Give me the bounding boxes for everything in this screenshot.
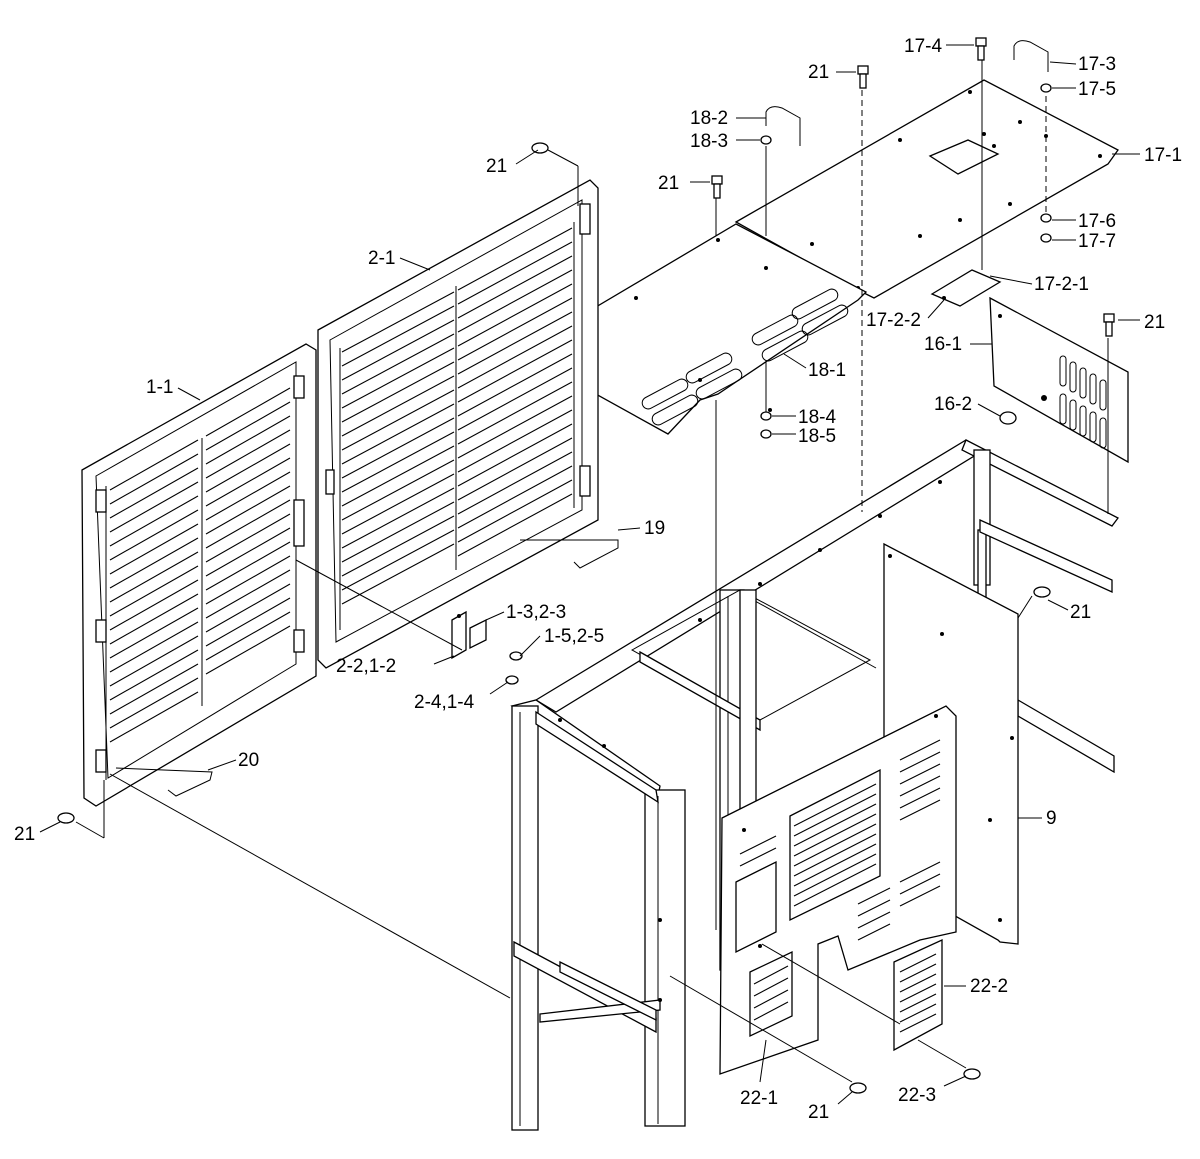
panel-22-1-side-slots [857,739,941,941]
label-1-3-2-3: 1-3,2-3 [506,602,566,623]
handle-19 [520,539,619,569]
door-1-1 [81,343,317,807]
label-19: 19 [644,518,665,539]
label-1-1: 1-1 [146,377,173,398]
panel-16-1-slots [1059,355,1107,449]
label-20: 20 [238,750,259,771]
top-plate-18-1 [518,223,868,435]
label-18-5: 18-5 [798,426,836,447]
label-17-5: 17-5 [1078,79,1116,100]
label-18-1: 18-1 [808,360,846,381]
label-22-3: 22-3 [898,1085,936,1106]
label-17-3: 17-3 [1078,54,1116,75]
label-2-2-1-2: 2-2,1-2 [336,656,396,677]
label-17-6: 17-6 [1078,211,1116,232]
panel-22-1-louvers [793,783,877,907]
side-panel-16-1 [989,296,1129,464]
grommet-16-2 [999,411,1017,425]
label-17-4: 17-4 [904,36,942,57]
label-21-a: 21 [658,173,679,194]
label-21-right: 21 [1144,312,1165,333]
label-21-mid: 21 [1070,602,1091,623]
plate-18-1-slots [641,288,849,426]
label-22-2: 22-2 [970,976,1008,997]
label-18-4: 18-4 [798,407,836,428]
plate-17-2-2 [930,269,1002,307]
label-18-3: 18-3 [690,131,728,152]
u-bolt-17-3 [1013,40,1049,72]
fasteners [57,37,1115,1094]
label-1-5-2-5: 1-5,2-5 [544,626,604,647]
door-2-1-louvers [341,227,573,605]
label-21-b: 21 [486,156,507,177]
label-16-2: 16-2 [934,394,972,415]
handle-20 [115,767,213,797]
bolt-17-4 [975,37,987,61]
label-21-left: 21 [14,824,35,845]
label-leaders [39,44,1140,1105]
door-1-1-louvers [109,387,291,743]
part-labels: 17-4 17-3 17-5 17-1 17-6 17-7 17-2-1 17-… [14,36,1182,1123]
label-17-2-1: 17-2-1 [1034,274,1089,295]
u-bolt-18-2 [765,106,801,146]
assembly-lines [75,60,1109,1083]
label-22-1: 22-1 [740,1088,778,1109]
label-18-2: 18-2 [690,108,728,129]
label-2-1: 2-1 [368,248,395,269]
label-17-7: 17-7 [1078,231,1116,252]
label-21-bottom: 21 [808,1102,829,1123]
label-2-4-1-4: 2-4,1-4 [414,692,475,713]
louver-plate-22-2 [893,938,943,1052]
label-17-2-2: 17-2-2 [866,310,921,331]
front-panel-22-1 [719,705,957,1075]
door-2-1 [317,179,619,669]
top-plate-17-1 [734,79,1119,299]
label-21-top: 21 [808,62,829,83]
label-16-1: 16-1 [924,334,962,355]
label-17-1: 17-1 [1144,145,1182,166]
label-9: 9 [1046,808,1057,829]
